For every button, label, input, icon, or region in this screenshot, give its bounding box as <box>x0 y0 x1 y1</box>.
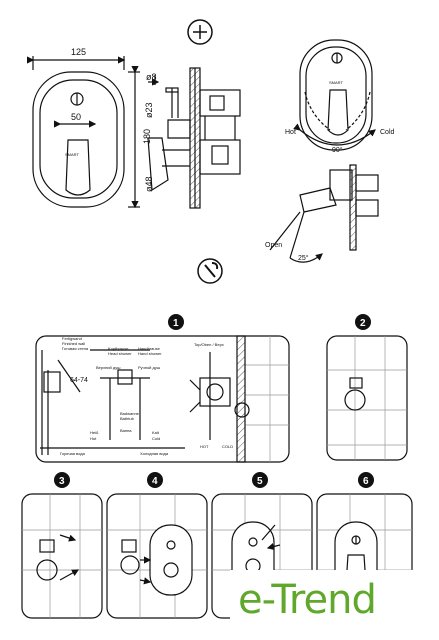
open-label: Open <box>265 242 282 249</box>
dim-width: 125 <box>71 47 86 57</box>
step-1-number: 1 <box>173 318 179 329</box>
angle-25: 25° <box>298 254 309 262</box>
shower-ru: Ручной душ <box>138 365 160 370</box>
dim-height: 180 <box>142 129 152 144</box>
angle-90: 90° <box>332 146 343 154</box>
headshower-ru: Верхний душ <box>96 365 120 370</box>
step-5-number: 5 <box>257 476 263 487</box>
wall-de: Fertigwand <box>62 336 82 341</box>
hot-label: Hot <box>285 129 296 136</box>
step-3-panel <box>21 493 103 619</box>
step-6-badge <box>358 472 374 488</box>
rotation-view <box>293 39 376 151</box>
step-2-number: 2 <box>360 318 366 329</box>
lever-handle <box>65 139 91 196</box>
dim-range: 64-74 <box>70 377 88 384</box>
tub-ru: Ванна <box>120 428 132 433</box>
dim-phi23: ø23 <box>144 102 154 118</box>
shower-en: Hand shower <box>138 351 162 356</box>
cold-de: Kalt <box>152 430 160 435</box>
step-4-number: 4 <box>152 476 158 487</box>
dim-phi8: ø8 <box>146 72 157 82</box>
front-view <box>27 56 140 209</box>
side-logo: SMART <box>329 80 343 85</box>
step-4-panel <box>106 493 208 619</box>
side-view <box>147 67 241 209</box>
dim-50: 50 <box>71 112 81 122</box>
step-2-badge <box>355 314 371 330</box>
step-1-badge <box>168 314 184 330</box>
lever-center <box>327 89 349 136</box>
hot-small: HOT <box>200 444 209 449</box>
step-3-number: 3 <box>59 476 65 487</box>
cold-en: Cold <box>152 436 160 441</box>
cold-small: COLD <box>222 444 233 449</box>
tub-de: Badwanne <box>120 411 140 416</box>
front-plate-outer <box>32 71 125 208</box>
cold-label: Cold <box>380 129 395 136</box>
headshower-en: Head shower <box>108 351 132 356</box>
hot-ru: Горячая вода <box>60 451 86 456</box>
step-5-badge <box>252 472 268 488</box>
brand-backdrop <box>230 570 439 640</box>
hot-de: Heiß <box>90 430 99 435</box>
front-logo: SMART <box>65 152 79 157</box>
tub-en: Bathtub <box>120 416 135 421</box>
step-2-panel <box>326 335 408 461</box>
wrench-icon <box>197 258 223 284</box>
step-1-panel <box>35 335 290 463</box>
front-plate-inner <box>39 79 118 199</box>
hot-en: Hot <box>90 436 97 441</box>
wall-ru: Готовая стена <box>62 346 89 351</box>
valve-body-bottom <box>199 139 241 175</box>
step-6-number: 6 <box>363 476 369 487</box>
step-4-badge <box>147 472 163 488</box>
wall-en: Finished wall <box>62 341 85 346</box>
dim-phi48: ø48 <box>144 176 154 192</box>
top-label: Top/Oben / Верх <box>194 342 224 347</box>
open-view <box>269 164 379 263</box>
valve-body-top <box>199 89 241 117</box>
brand-logo: e-Trend <box>238 577 377 623</box>
step-3-badge <box>54 472 70 488</box>
cross-symbol-icon <box>187 19 213 45</box>
side-lever <box>147 137 169 192</box>
shower-de: Handbrause <box>138 346 161 351</box>
cold-ru: Холодная вода <box>140 451 169 456</box>
headshower-de: Kopfbrause <box>108 346 129 351</box>
